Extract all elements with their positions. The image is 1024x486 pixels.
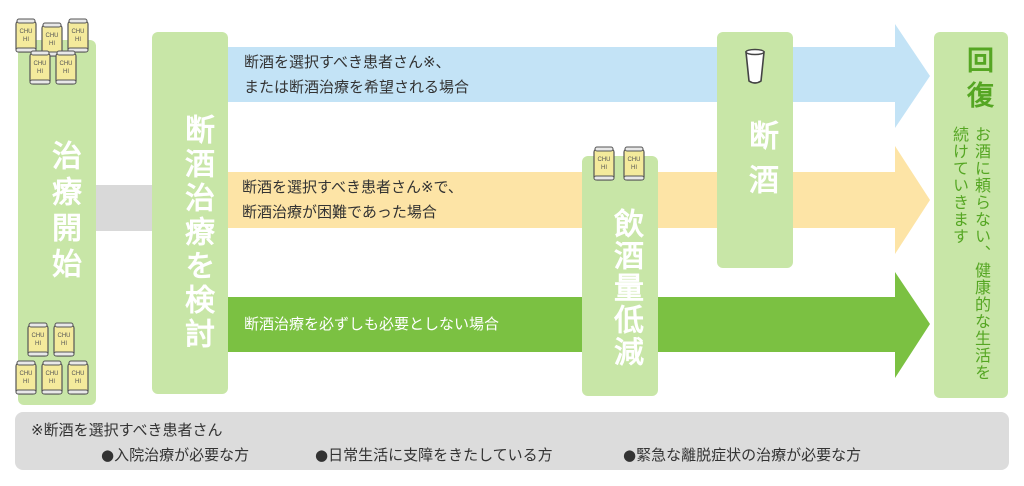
chuhi-can-icon: CHU HI (67, 18, 89, 53)
svg-text:HI: HI (61, 341, 67, 347)
svg-text:HI: HI (75, 379, 81, 385)
svg-text:HI: HI (631, 165, 637, 171)
svg-text:CHU: CHU (20, 29, 33, 35)
recovery-title: 回復 (962, 46, 993, 116)
recovery-box: 回復 お酒に頼らない、健康的な生活を続けていきます (934, 32, 1008, 398)
abstain-box: 断酒 (717, 32, 793, 268)
svg-text:HI: HI (37, 69, 43, 75)
svg-text:HI: HI (601, 165, 607, 171)
chuhi-can-icon: CHU HI (55, 50, 77, 85)
empty-glass-icon (745, 48, 765, 84)
arrow-green (228, 272, 930, 378)
note-title: ※断酒を選択すべき患者さん (31, 421, 223, 439)
svg-text:CHU: CHU (46, 33, 59, 39)
recovery-subtitle: お酒に頼らない、健康的な生活を続けていきます (950, 126, 991, 381)
svg-text:CHU: CHU (598, 157, 611, 163)
svg-text:HI: HI (49, 379, 55, 385)
note-item-daily-life: ●日常生活に支障をきたしている方 (315, 446, 553, 464)
svg-text:CHU: CHU (46, 371, 59, 377)
svg-text:CHU: CHU (72, 29, 85, 35)
svg-text:CHU: CHU (32, 333, 45, 339)
chuhi-can-icon: CHU HI (41, 360, 63, 395)
path-label-abstain: 断酒を選択すべき患者さん※、 または断酒治療を希望される場合 (244, 53, 470, 96)
svg-text:HI: HI (49, 41, 55, 47)
svg-text:CHU: CHU (72, 371, 85, 377)
chuhi-can-icon: CHU HI (53, 322, 75, 357)
note-item-inpatient: ●入院治療が必要な方 (101, 446, 250, 464)
svg-text:HI: HI (75, 37, 81, 43)
chuhi-can-icon: CHU HI (15, 360, 37, 395)
chuhi-can-icon: CHU HI (623, 146, 645, 181)
note-item-withdrawal: ●緊急な離脱症状の治療が必要な方 (623, 446, 862, 464)
consider-label: 断酒治療を検討 (179, 114, 214, 352)
chuhi-can-icon: CHU HI (67, 360, 89, 395)
chuhi-can-icon: CHU HI (29, 50, 51, 85)
svg-text:CHU: CHU (58, 333, 71, 339)
consider-box: 断酒治療を検討 (152, 32, 228, 394)
svg-text:CHU: CHU (34, 61, 47, 67)
path-label-reduce-fallback: 断酒を選択すべき患者さん※で、 断酒治療が困難であった場合 (242, 178, 463, 221)
svg-text:HI: HI (23, 37, 29, 43)
chuhi-can-icon: CHU HI (593, 146, 615, 181)
svg-text:CHU: CHU (628, 157, 641, 163)
reduce-box: 飲酒量低減 (582, 156, 658, 396)
svg-text:CHU: CHU (20, 371, 33, 377)
abstain-label: 断酒 (743, 120, 778, 208)
start-label: 治療開始 (46, 140, 81, 284)
svg-text:HI: HI (35, 341, 41, 347)
path-label-reduce: 断酒治療を必ずしも必要としない場合 (244, 315, 500, 333)
start-connector (94, 185, 154, 231)
svg-text:CHU: CHU (60, 61, 73, 67)
note-panel: ※断酒を選択すべき患者さん ●入院治療が必要な方 ●日常生活に支障をきたしている… (15, 412, 1009, 470)
svg-text:HI: HI (63, 69, 69, 75)
chuhi-can-icon: CHU HI (15, 18, 37, 53)
svg-text:HI: HI (23, 379, 29, 385)
reduce-label: 飲酒量低減 (608, 208, 643, 368)
chuhi-can-icon: CHU HI (27, 322, 49, 357)
